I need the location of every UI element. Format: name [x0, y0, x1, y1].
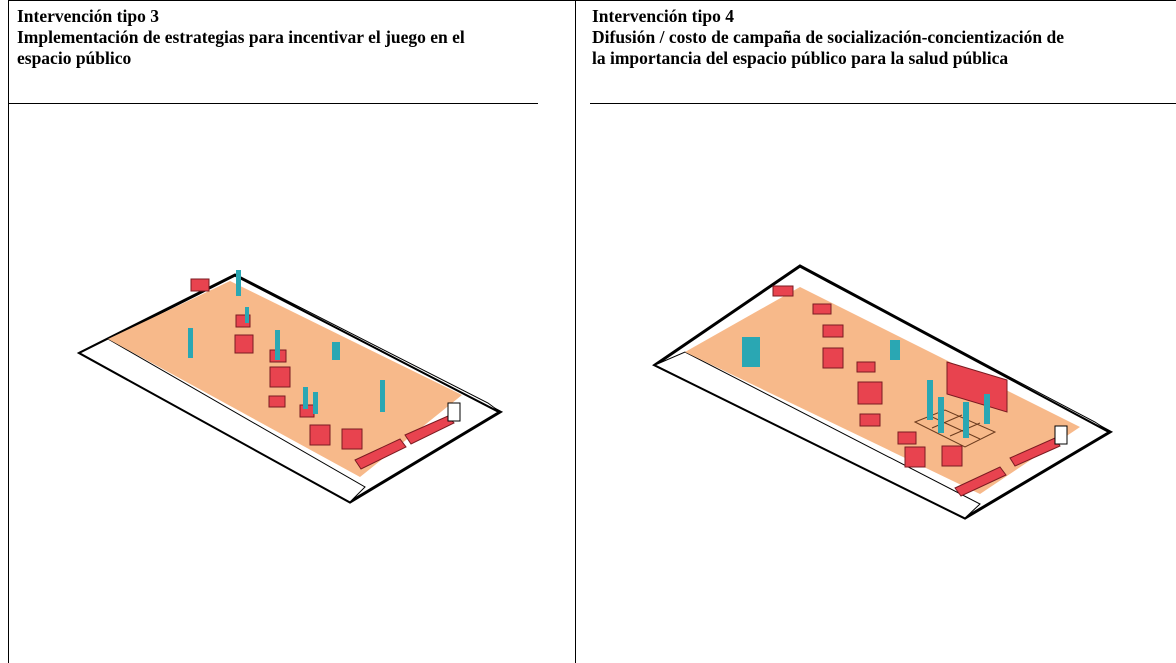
header-divider-right: [590, 103, 1176, 104]
people-figures: [188, 270, 385, 414]
intervention-description-line: espacio público: [17, 48, 132, 68]
intervention-description-line: Difusión / costo de campaña de socializa…: [592, 27, 1064, 47]
illustration-play-strategies: [76, 270, 504, 504]
intervention-description-line: la importancia del espacio público para …: [592, 48, 1009, 68]
intervention-title: Intervención tipo 3: [17, 6, 159, 26]
table-divider-center: [575, 0, 576, 663]
campaign-stand: [946, 361, 1008, 413]
campaign-furniture: [772, 285, 1061, 497]
intervention-description-line: Implementación de estrategias para incen…: [17, 27, 465, 47]
intervention-title: Intervención tipo 4: [592, 6, 734, 26]
illustration-awareness-campaign: [652, 264, 1114, 520]
header-cell-tipo-3: Intervención tipo 3 Implementación de es…: [17, 6, 572, 69]
table-border-left: [8, 0, 9, 663]
people-figures: [742, 337, 990, 438]
play-furniture: [190, 278, 455, 470]
header-divider-left: [8, 103, 538, 104]
table-border-top: [8, 0, 1176, 1]
header-cell-tipo-4: Intervención tipo 4 Difusión / costo de …: [592, 6, 1176, 69]
